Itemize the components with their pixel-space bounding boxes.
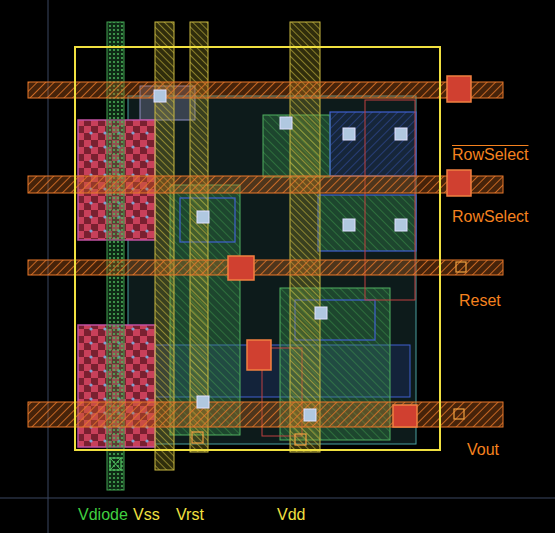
signal-label: Vrst	[176, 506, 204, 524]
signal-label: RowSelect	[452, 146, 528, 164]
signal-label: RowSelect	[452, 208, 528, 226]
signal-label: Reset	[459, 292, 501, 310]
signal-label: Vdd	[277, 506, 305, 524]
signal-label: Vout	[467, 441, 499, 459]
signal-label: Vss	[133, 506, 160, 524]
signal-label: Vdiode	[78, 506, 128, 524]
